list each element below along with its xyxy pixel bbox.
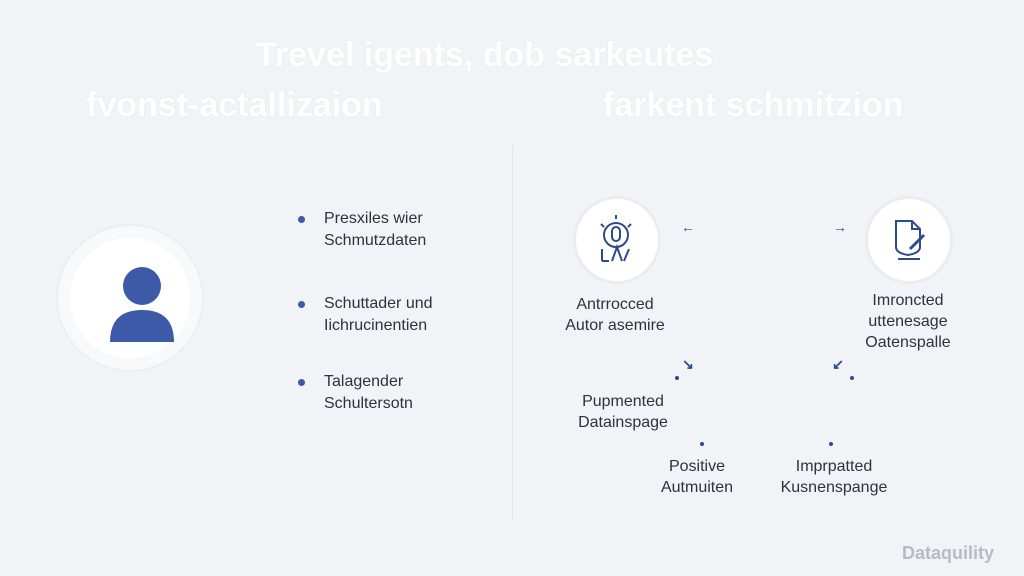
label-line: Oatenspalle: [865, 334, 951, 351]
bullet-line: Talagender: [324, 373, 404, 390]
node-right-label: Imroncted uttenesage Oatenspalle: [852, 290, 964, 353]
document-edit-icon: [895, 220, 926, 260]
center-divider: [512, 145, 513, 520]
label-line: Autmuiten: [660, 479, 734, 496]
label-line: Antrrocced: [576, 296, 654, 313]
mid-left-label: Pupmented Datainspage: [566, 391, 680, 433]
arrow-down-right-icon: ↘: [682, 356, 694, 372]
bullet-line: Presxiles wier: [324, 210, 423, 227]
label-line: Kusnenspange: [780, 479, 888, 496]
label-line: Datainspage: [578, 414, 668, 431]
bullet-dot: [298, 379, 305, 386]
data-stamp-icon: [600, 215, 632, 262]
arrow-right-icon: →: [833, 219, 847, 235]
label-line: Imroncted: [872, 292, 944, 309]
label-line: Positive: [668, 458, 726, 475]
bottom-right-label: Imprpatted Kusnenspange: [774, 456, 894, 498]
node-right-circle: [868, 199, 950, 281]
label-line: Autor asemire: [565, 317, 665, 334]
bullet-dot: [298, 301, 305, 308]
connector-dot: [675, 376, 679, 380]
connector-dot: [850, 376, 854, 380]
bullet-dot: [298, 216, 305, 223]
bullet-line: Iichrucinentien: [324, 317, 428, 334]
node-left-circle: [576, 199, 658, 281]
arrow-left-icon: ←: [681, 219, 695, 235]
label-line: uttenesage: [868, 313, 948, 330]
persona-avatar: [58, 226, 202, 370]
node-left-label: Antrrocced Autor asemire: [560, 294, 670, 336]
bullet-line: Schuttader und: [324, 295, 433, 312]
label-line: Pupmented: [582, 393, 664, 410]
label-line: Imprpatted: [795, 458, 873, 475]
title-left: fvonst-actallizaion: [86, 86, 383, 124]
bullet-line: Schultersotn: [324, 395, 413, 412]
bottom-left-label: Positive Autmuiten: [652, 456, 742, 498]
person-icon: [110, 267, 174, 342]
bullet-line: Schmutzdaten: [324, 232, 427, 249]
connector-dot: [829, 442, 833, 446]
arrow-down-left-icon: ↙: [832, 356, 844, 372]
title-right: farkent schmitzion: [603, 86, 904, 124]
connector-dot: [700, 442, 704, 446]
title-line-1: Trevel igents, dob sarkeutes: [256, 36, 714, 74]
watermark: Dataquility: [902, 543, 995, 563]
